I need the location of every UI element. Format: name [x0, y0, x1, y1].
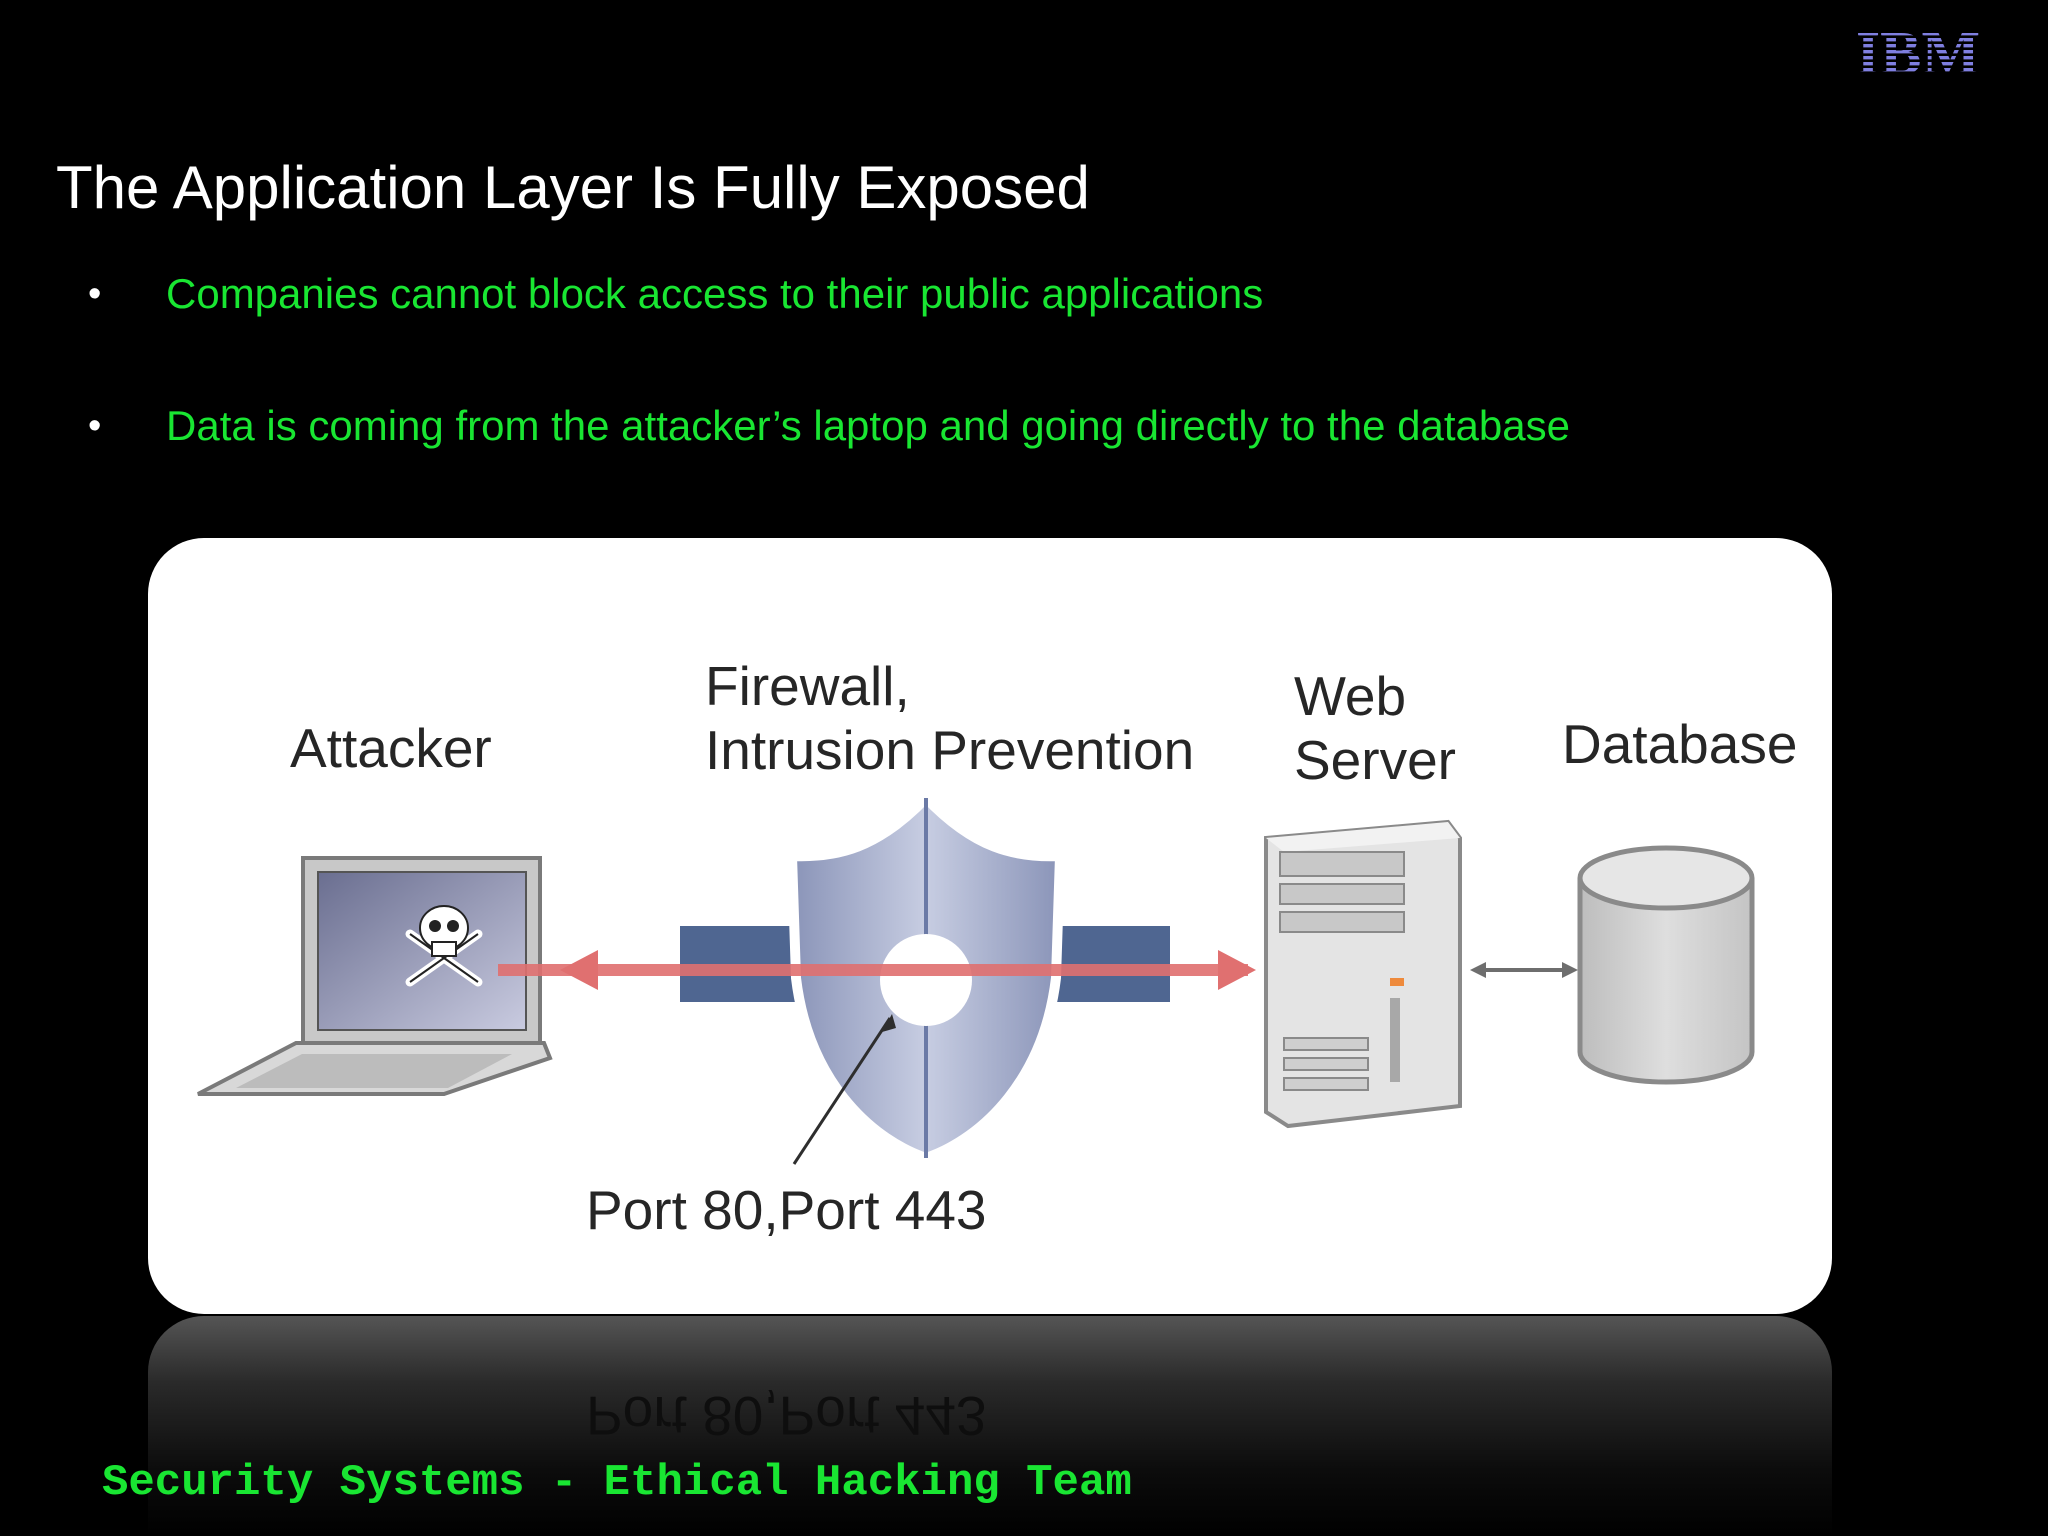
bullet-item-1: Companies cannot block access to their p… — [166, 270, 1264, 317]
traffic-arrow — [498, 950, 1256, 990]
network-diagram: Attacker Firewall, Intrusion Prevention … — [148, 538, 1832, 1314]
bullet-item-2: Data is coming from the attacker’s lapto… — [166, 402, 1570, 449]
server-icon — [1264, 819, 1462, 1129]
laptop-icon — [197, 856, 553, 1096]
webserver-label-line1: Web — [1294, 665, 1407, 727]
database-label: Database — [1562, 713, 1798, 775]
bullet-marker: • — [88, 405, 102, 447]
slide-title: The Application Layer Is Fully Exposed — [56, 154, 1090, 221]
webserver-label-line2: Server — [1294, 729, 1456, 791]
diagram-reflection: Port 80,Port 443 — [148, 1316, 1832, 1536]
ports-label-reflection: Port 80,Port 443 — [586, 1385, 987, 1447]
bullet-marker: • — [88, 273, 102, 315]
svg-text:IBM: IBM — [1856, 20, 1980, 80]
ports-label: Port 80,Port 443 — [586, 1179, 987, 1241]
footer-team-name: Security Systems - Ethical Hacking Team — [102, 1458, 1132, 1508]
skull-icon — [405, 905, 483, 987]
port-pointer-arrow — [792, 1014, 896, 1165]
database-icon — [1577, 845, 1755, 1085]
shield-icon — [786, 790, 1066, 1164]
ibm-logo: IBM — [1856, 20, 1980, 80]
firewall-label-line2: Intrusion Prevention — [705, 719, 1195, 781]
firewall-label-line1: Firewall, — [705, 655, 910, 717]
server-database-link — [1470, 962, 1578, 978]
attacker-label: Attacker — [290, 717, 492, 779]
